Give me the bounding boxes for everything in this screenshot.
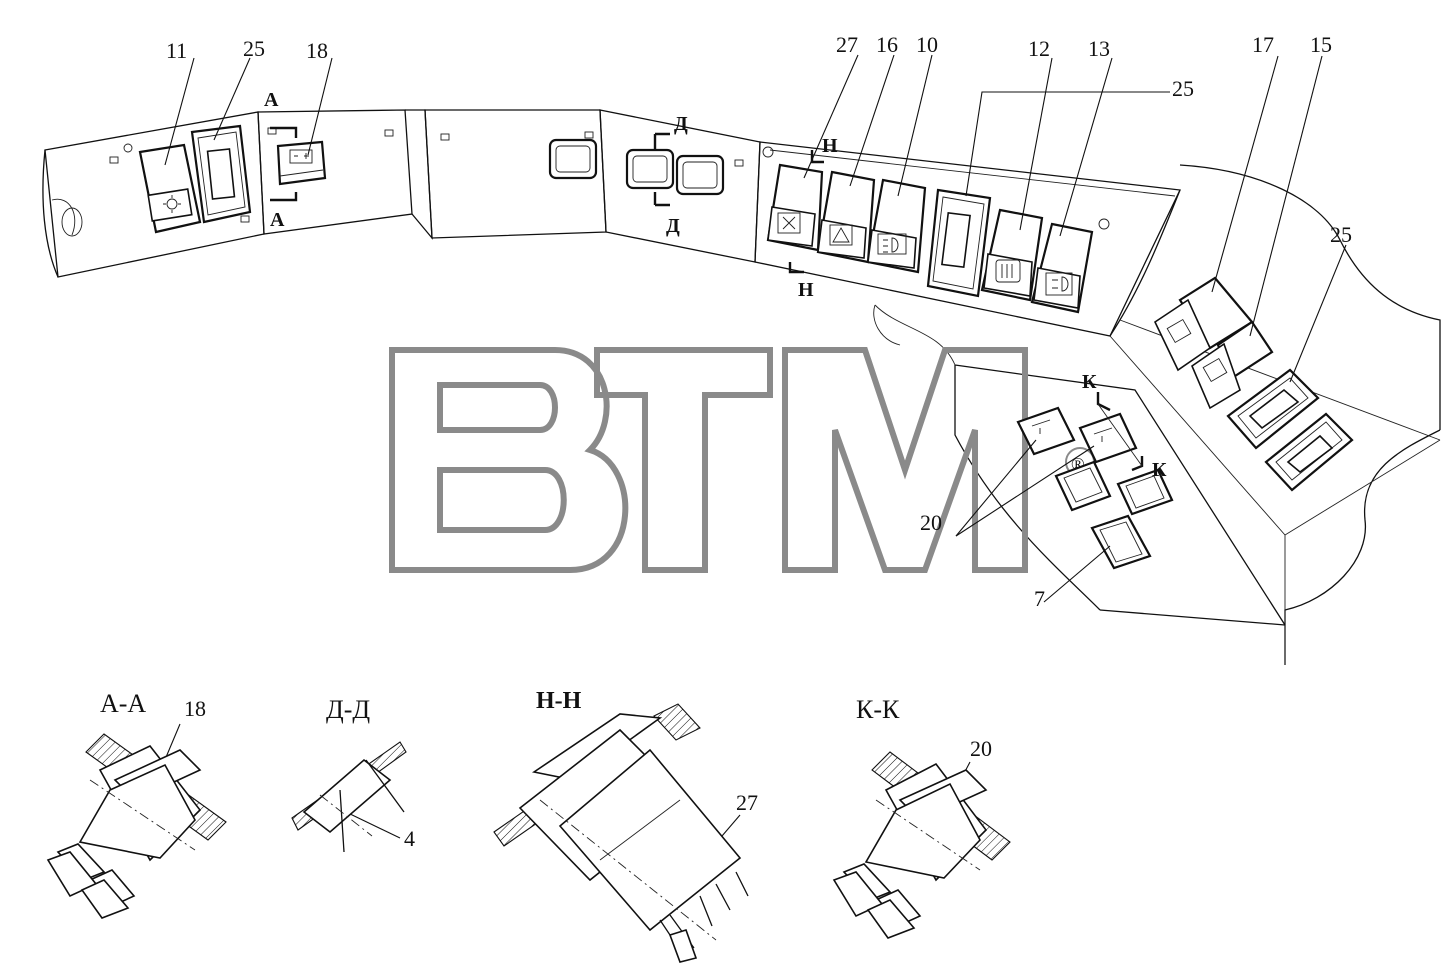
callout-7: 7 <box>1034 586 1045 611</box>
callout-27: 27 <box>836 32 858 57</box>
leader-lines <box>164 54 1347 603</box>
switch-11[interactable] <box>138 143 202 234</box>
section-a-a-part: 18 <box>184 696 206 721</box>
switch-16[interactable] <box>816 170 876 264</box>
hazard-icon <box>829 224 853 246</box>
cut-label-d-top: Д <box>674 113 688 135</box>
section-a-a-title: А-А <box>100 689 146 718</box>
blank-plug-25-right-a[interactable] <box>1226 368 1320 450</box>
callout-15: 15 <box>1310 32 1332 57</box>
switch-12[interactable] <box>980 208 1044 302</box>
section-k-k: К-К 20 <box>832 695 1011 939</box>
switch-18[interactable] <box>276 140 327 186</box>
blank-plug-center[interactable] <box>548 138 598 180</box>
callout-12: 12 <box>1028 36 1050 61</box>
blank-plug-7[interactable] <box>1090 514 1152 570</box>
callout-11: 11 <box>166 38 187 63</box>
section-d-d: Д-Д 4 <box>291 695 415 853</box>
section-n-n-part: 27 <box>736 790 758 815</box>
battery-icon <box>289 149 313 164</box>
switch-20-c[interactable] <box>1054 460 1112 512</box>
heated-mirror-icon <box>995 259 1021 283</box>
section-n-n: Н-Н 27 <box>493 688 758 963</box>
callout-25-right: 25 <box>1330 222 1352 247</box>
switch-13[interactable] <box>1030 222 1094 314</box>
interior-light-icon <box>1166 318 1192 344</box>
cut-label-n-top: Н <box>822 135 838 157</box>
switch-27[interactable] <box>766 163 824 252</box>
blank-plug-25-right-b[interactable] <box>1264 412 1354 492</box>
cut-label-a-top: А <box>264 89 279 111</box>
section-a-a: А-А 18 <box>46 689 227 919</box>
switch-10[interactable] <box>866 178 927 274</box>
defrost-icon <box>163 195 181 213</box>
blank-plug-25-left[interactable] <box>190 124 252 224</box>
switch-20-d[interactable] <box>1116 468 1174 516</box>
cut-label-k-top: К <box>1082 371 1097 393</box>
section-d-d-title: Д-Д <box>326 695 370 724</box>
callout-10: 10 <box>916 32 938 57</box>
btm-watermark: ® <box>389 347 1095 573</box>
callout-13: 13 <box>1088 36 1110 61</box>
cut-label-a-bottom: А <box>270 209 285 231</box>
callout-16: 16 <box>876 32 898 57</box>
section-d-d-part: 4 <box>404 826 415 851</box>
callout-17: 17 <box>1252 32 1274 57</box>
blank-plug-4b[interactable] <box>675 154 725 196</box>
cut-marks <box>270 126 1144 472</box>
callout-25-center: 25 <box>1172 76 1194 101</box>
headlight-icon <box>1045 272 1073 296</box>
fog-light-icon <box>877 233 907 255</box>
callout-20: 20 <box>920 510 942 535</box>
cut-label-n-bottom: Н <box>798 279 814 301</box>
section-k-k-part: 20 <box>970 736 992 761</box>
cut-label-k-bottom: К <box>1152 459 1167 481</box>
blank-plug-4a[interactable] <box>625 148 675 190</box>
callout-25-left: 25 <box>243 36 265 61</box>
cut-label-d-bottom: Д <box>666 215 680 237</box>
fan-icon <box>777 212 801 234</box>
section-n-n-title: Н-Н <box>536 688 582 714</box>
section-k-k-title: К-К <box>856 695 900 724</box>
callout-18: 18 <box>306 38 328 63</box>
switch-20-b[interactable] <box>1078 412 1138 464</box>
blank-plug-25-center[interactable] <box>926 188 992 298</box>
switch-20-a[interactable] <box>1016 406 1076 456</box>
switch-15[interactable] <box>1191 320 1274 410</box>
